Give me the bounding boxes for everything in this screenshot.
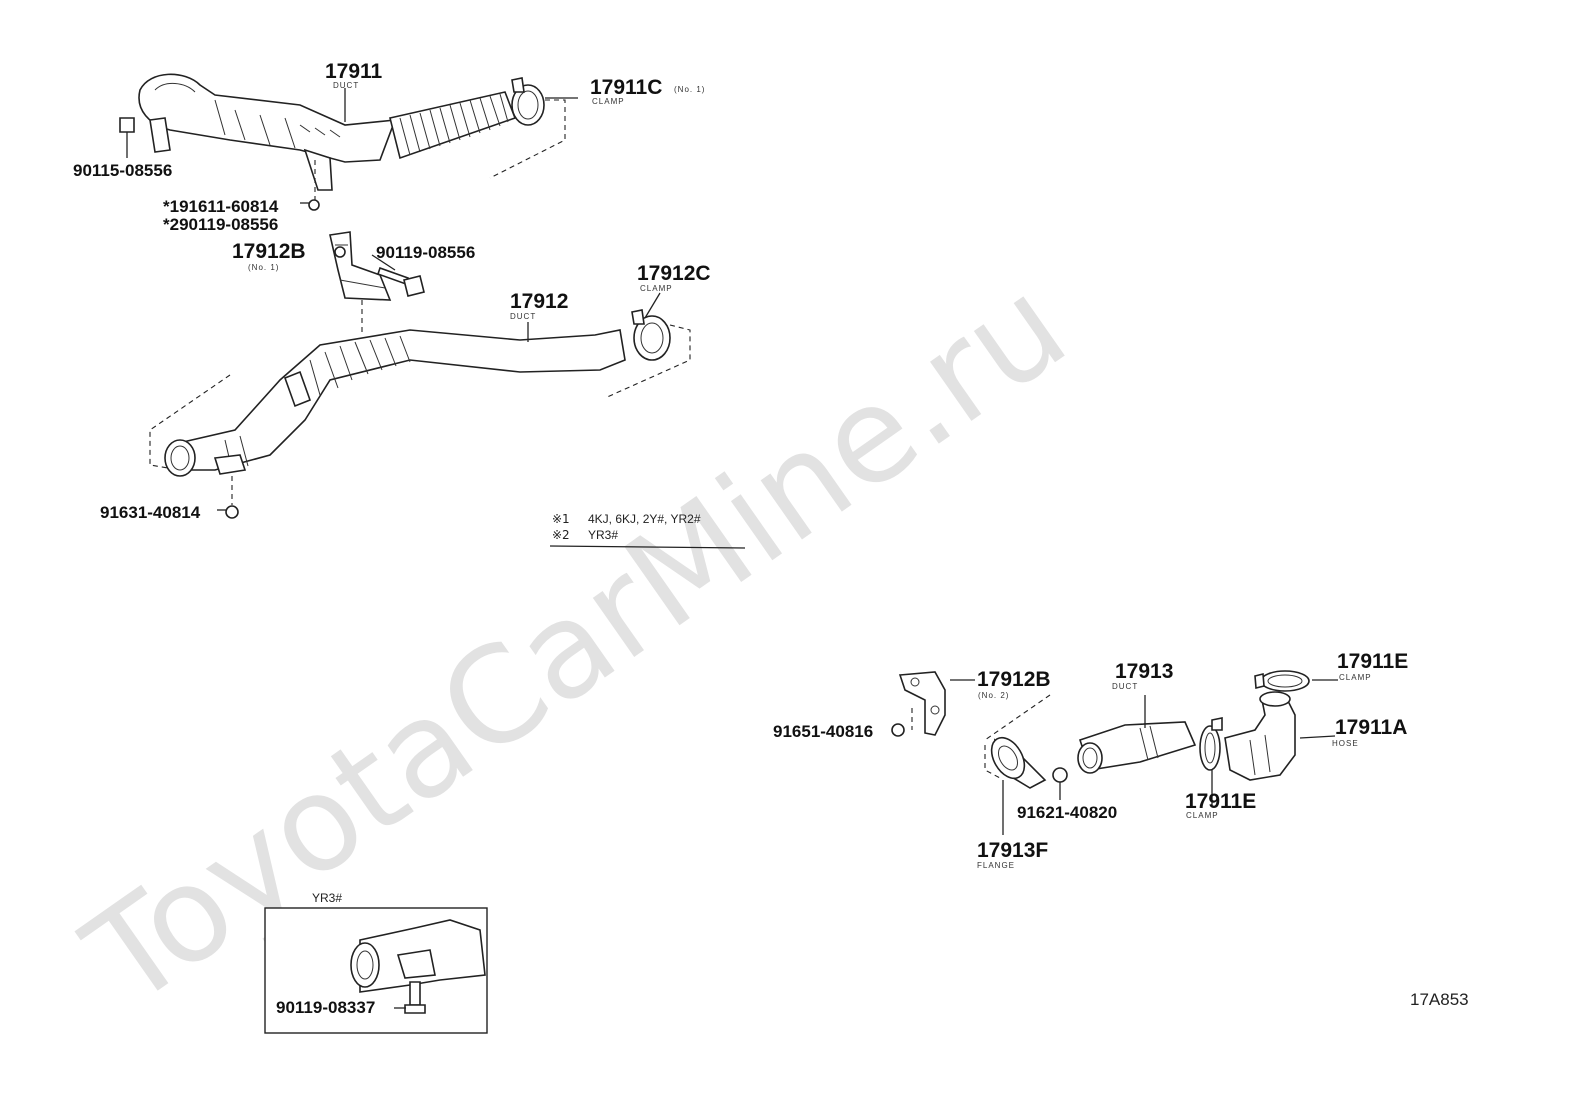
- label-90119-08556: 90119-08556: [376, 243, 475, 262]
- label-17911c: 17911C: [590, 76, 662, 99]
- label-17911: 17911: [325, 60, 383, 83]
- note2-text: YR3#: [588, 528, 618, 542]
- note2-symbol: ※2: [552, 528, 570, 542]
- note1-symbol: ※1: [552, 512, 570, 526]
- suffix-17911c: (No. 1): [674, 85, 705, 94]
- label-17911e-upper: 17911E: [1337, 650, 1408, 673]
- sub-17911c: CLAMP: [592, 97, 625, 106]
- inset-yr3: [264, 907, 488, 1034]
- lower-right-assembly-drawing: [891, 670, 1338, 835]
- label-17912: 17912: [510, 290, 568, 313]
- sub-17911a: HOSE: [1332, 739, 1359, 748]
- label-17912b-no2: 17912B: [977, 668, 1051, 691]
- duct-17912-drawing: [149, 292, 691, 519]
- label-90115-08556: 90115-08556: [73, 161, 172, 180]
- sub-17911: DUCT: [333, 81, 359, 90]
- note1-text: 4KJ, 6KJ, 2Y#, YR2#: [588, 512, 701, 526]
- label-17912b-no1: 17912B: [232, 240, 306, 263]
- sub-17913: DUCT: [1112, 682, 1138, 691]
- bracket-17912b-no1-drawing: [329, 231, 425, 335]
- label-17911a: 17911A: [1335, 716, 1407, 739]
- duct-17911-drawing: [119, 73, 578, 211]
- label-17913: 17913: [1115, 660, 1173, 683]
- label-91621-40820: 91621-40820: [1017, 803, 1117, 822]
- applicability-notes: ※1 4KJ, 6KJ, 2Y#, YR2# ※2 YR3#: [549, 512, 746, 549]
- sub-17911e-lower: CLAMP: [1186, 811, 1219, 820]
- label-17913f: 17913F: [977, 839, 1048, 862]
- sub-17913f: FLANGE: [977, 861, 1015, 870]
- diagram-code: 17A853: [1410, 990, 1469, 1009]
- label-90119-08337: 90119-08337: [276, 998, 375, 1017]
- sub-17912b-no1: (No. 1): [248, 263, 279, 272]
- label-17911e-lower: 17911E: [1185, 790, 1256, 813]
- label-17912c: 17912C: [637, 262, 711, 285]
- label-91631-40814: 91631-40814: [100, 503, 201, 522]
- label-91611-60814: *191611-60814: [163, 197, 279, 216]
- sub-17912b-no2: (No. 2): [978, 691, 1009, 700]
- sub-17912: DUCT: [510, 312, 536, 321]
- label-90119-08556-alt: *290119-08556: [163, 215, 278, 234]
- sub-17911e-upper: CLAMP: [1339, 673, 1372, 682]
- inset-title: YR3#: [312, 891, 342, 905]
- sub-17912c: CLAMP: [640, 284, 673, 293]
- label-91651-40816: 91651-40816: [773, 722, 873, 741]
